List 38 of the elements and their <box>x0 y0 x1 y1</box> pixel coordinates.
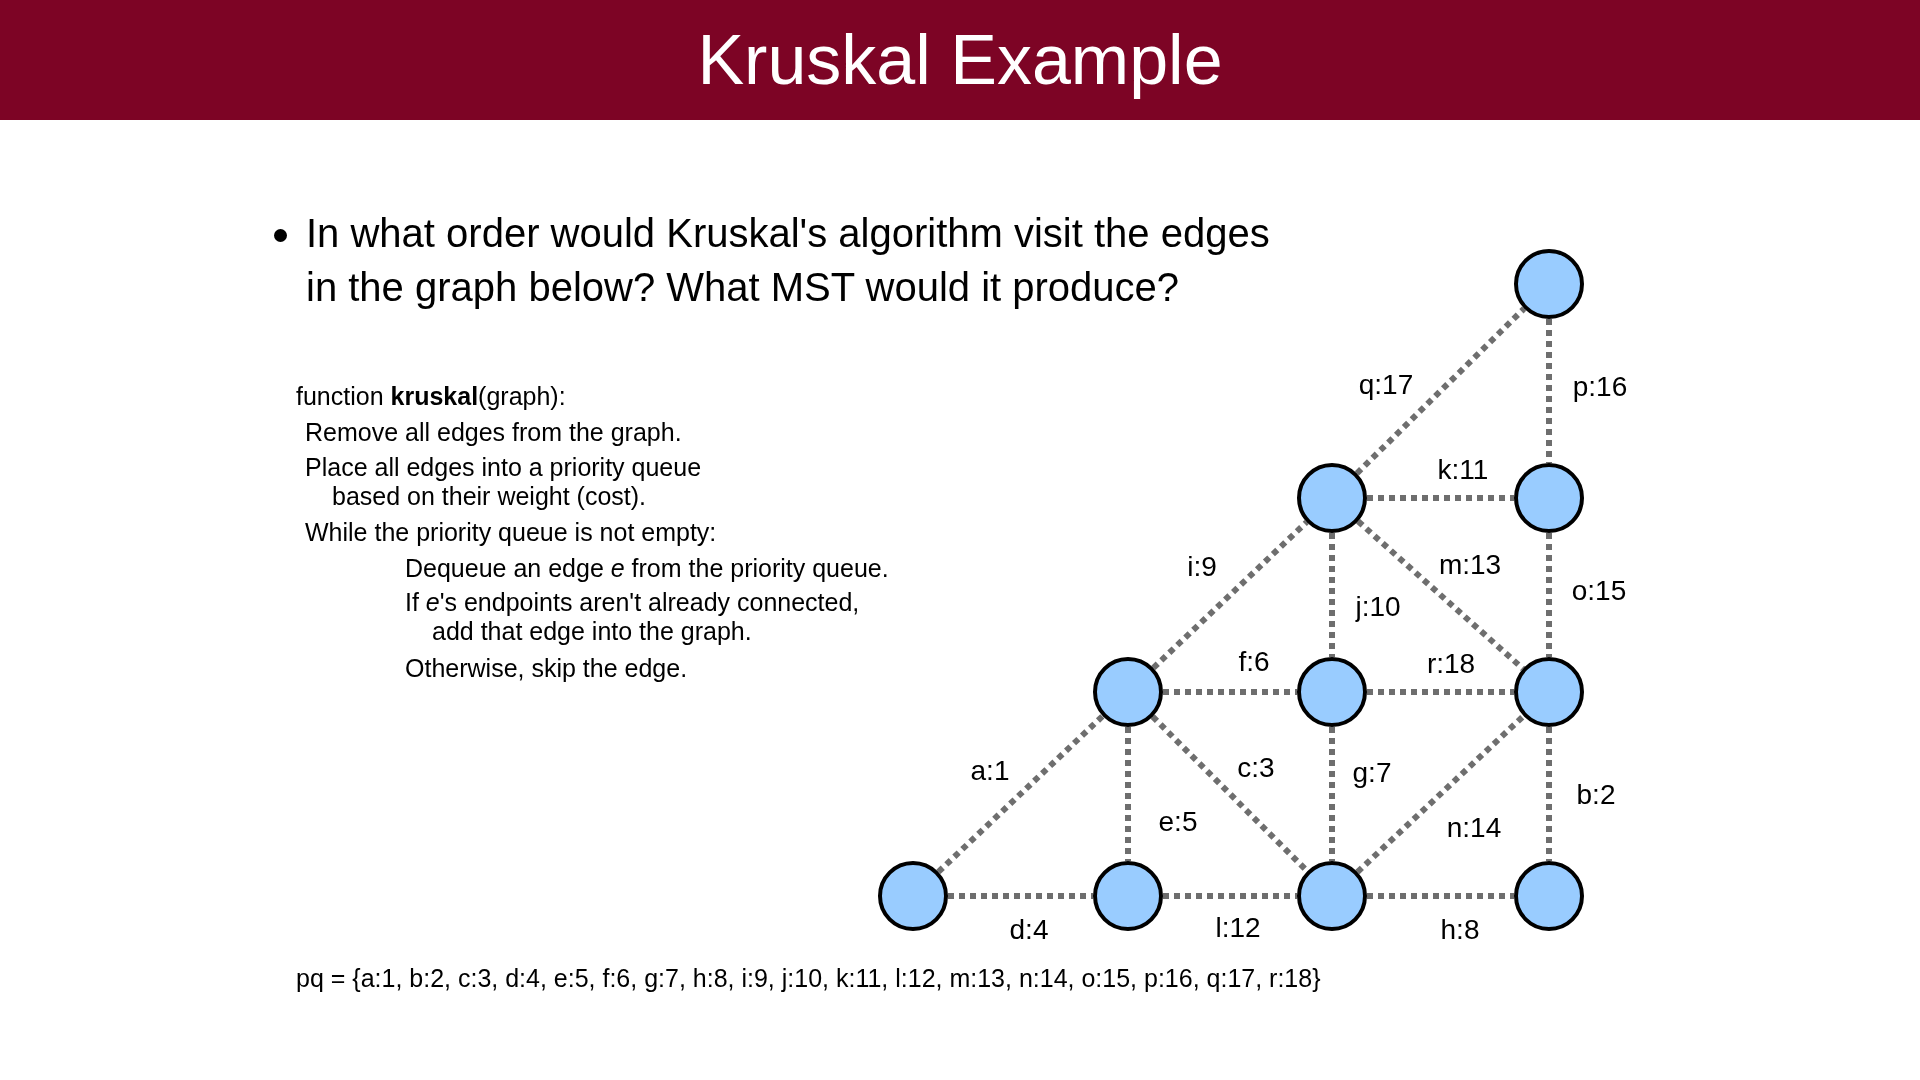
vertex-circle <box>1297 861 1367 931</box>
dashed-edge <box>1329 533 1335 657</box>
pseudocode-line: Remove all edges from the graph. <box>305 417 682 447</box>
dashed-edge <box>1367 495 1514 501</box>
vertex-circle <box>1514 249 1584 319</box>
vertex-circle <box>1514 861 1584 931</box>
dashed-edge <box>1355 713 1526 875</box>
pseudocode-line: Dequeue an edge e from the priority queue. <box>405 553 889 583</box>
dashed-edge <box>1125 727 1131 861</box>
dashed-edge <box>1367 689 1514 695</box>
dashed-edge <box>1329 727 1335 861</box>
dashed-edge <box>1546 319 1552 463</box>
pseudocode-line: Place all edges into a priority queue based on their weight (cost). <box>305 453 703 511</box>
vertex-circle <box>1297 657 1367 727</box>
vertex-circle <box>1297 463 1367 533</box>
pseudocode-line: Otherwise, skip the edge. <box>405 653 688 683</box>
pseudocode-line: If e's endpoints aren't already connected, add that edge into the graph. <box>405 588 861 646</box>
dashed-edge <box>936 713 1105 875</box>
priority-queue-text: pq = {a:1, b:2, c:3, d:4, e:5, f:6, g:7, h:8, i:9, j:10, k:11, l:12, m:13, n:14, o:15, p:16, q:17, r:18} <box>296 963 1321 993</box>
dashed-edge <box>1367 893 1514 899</box>
dashed-edge <box>1163 893 1297 899</box>
vertex-circle <box>1514 463 1584 533</box>
dashed-edge <box>1356 519 1525 671</box>
dashed-edge <box>1546 533 1552 657</box>
dashed-edge <box>1150 714 1310 874</box>
pseudocode-line: While the priority queue is not empty: <box>305 517 717 547</box>
dashed-edge <box>948 893 1093 899</box>
question-text: In what order would Kruskal's algorithm visit the edges in the graph below? What MST would it produce? <box>306 210 1271 311</box>
vertex-circle <box>1093 861 1163 931</box>
dashed-edge <box>1151 519 1309 671</box>
vertex-circle <box>1514 657 1584 727</box>
pseudocode-line: function kruskal(graph): <box>296 381 566 411</box>
slide-title: Kruskal Example <box>697 20 1223 101</box>
vertex-circle <box>1093 657 1163 727</box>
dashed-edge <box>1354 306 1527 476</box>
dashed-edge <box>1163 689 1297 695</box>
vertex-circle <box>878 861 948 931</box>
dashed-edge <box>1546 727 1552 861</box>
